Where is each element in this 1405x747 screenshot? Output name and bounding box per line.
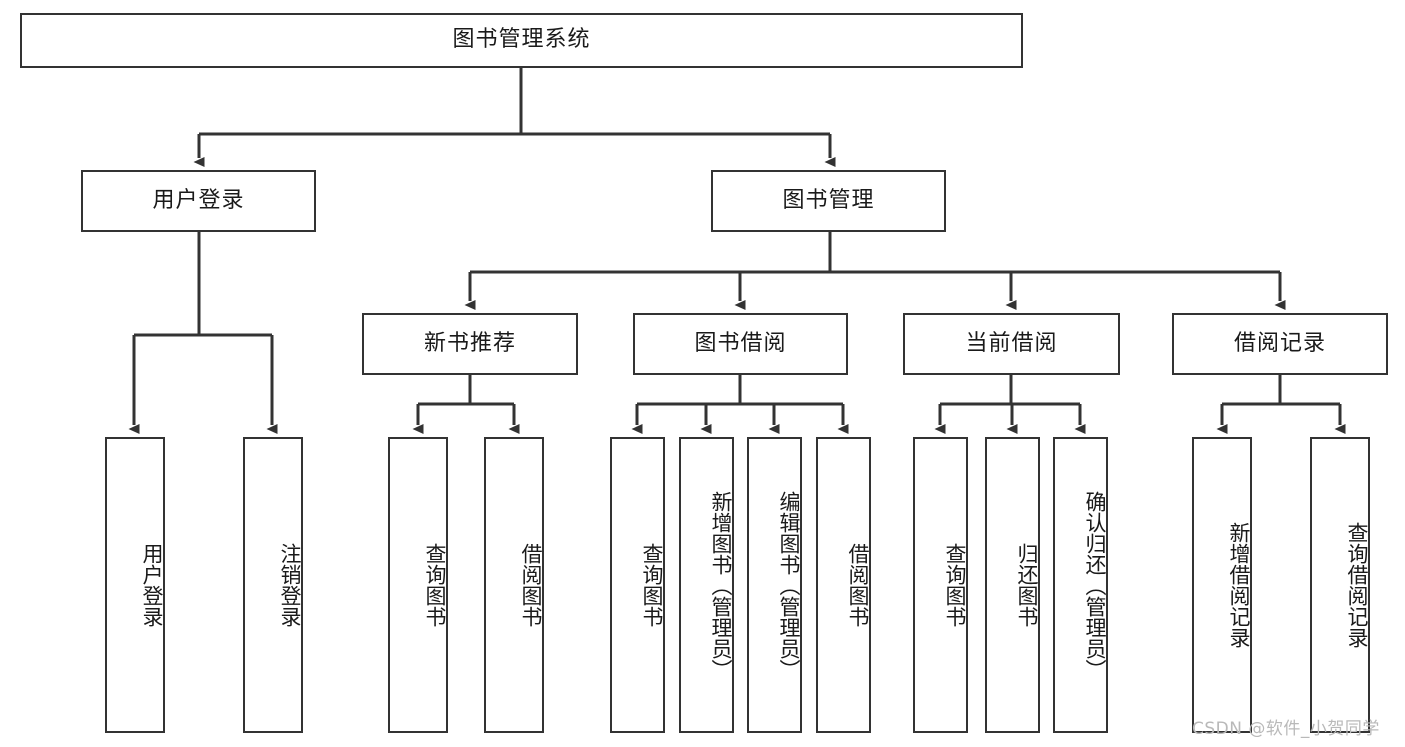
node-leaf-borrow-add-book-label: 新增图书（管理员） [709,490,733,680]
node-leaf-rec-query-record[interactable]: 查询借阅记录 [1310,437,1370,733]
node-book-manage[interactable]: 图书管理 [711,170,946,232]
node-borrow-record[interactable]: 借阅记录 [1172,313,1388,375]
node-leaf-borrow-borrow-book-label: 借阅图书 [846,543,870,627]
node-leaf-user-login[interactable]: 用户登录 [105,437,165,733]
node-leaf-cur-confirm-return-label: 确认归还（管理员） [1083,490,1107,680]
node-leaf-cur-return-book[interactable]: 归还图书 [985,437,1040,733]
node-leaf-cur-return-book-label: 归还图书 [1015,543,1039,627]
node-current-borrow[interactable]: 当前借阅 [903,313,1120,375]
node-user-login-label: 用户登录 [152,187,245,213]
node-leaf-user-logout-label: 注销登录 [278,543,302,627]
node-book-borrow[interactable]: 图书借阅 [633,313,848,375]
node-leaf-borrow-add-book[interactable]: 新增图书（管理员） [679,437,734,733]
node-leaf-borrow-edit-book-label: 编辑图书（管理员） [777,490,801,680]
node-leaf-cur-query-book-label: 查询图书 [943,543,967,627]
node-leaf-borrow-edit-book[interactable]: 编辑图书（管理员） [747,437,802,733]
node-book-manage-label: 图书管理 [782,187,875,213]
node-leaf-rec-query-book-label: 查询图书 [423,543,447,627]
node-root-label: 图书管理系统 [452,27,591,53]
node-leaf-cur-confirm-return[interactable]: 确认归还（管理员） [1053,437,1108,733]
node-leaf-rec-borrow-book[interactable]: 借阅图书 [484,437,544,733]
node-leaf-borrow-query-book-label: 查询图书 [640,543,664,627]
node-leaf-borrow-query-book[interactable]: 查询图书 [610,437,665,733]
node-root[interactable]: 图书管理系统 [20,13,1023,68]
node-user-login[interactable]: 用户登录 [81,170,316,232]
node-leaf-rec-query-record-label: 查询借阅记录 [1345,522,1369,648]
node-leaf-user-logout[interactable]: 注销登录 [243,437,303,733]
node-leaf-rec-borrow-book-label: 借阅图书 [519,543,543,627]
node-leaf-cur-query-book[interactable]: 查询图书 [913,437,968,733]
node-new-book-rec-label: 新书推荐 [423,330,516,356]
node-leaf-borrow-borrow-book[interactable]: 借阅图书 [816,437,871,733]
node-leaf-rec-add-record[interactable]: 新增借阅记录 [1192,437,1252,733]
node-leaf-rec-add-record-label: 新增借阅记录 [1227,522,1251,648]
node-current-borrow-label: 当前借阅 [965,330,1058,356]
node-borrow-record-label: 借阅记录 [1233,330,1326,356]
node-new-book-rec[interactable]: 新书推荐 [362,313,578,375]
node-leaf-rec-query-book[interactable]: 查询图书 [388,437,448,733]
node-book-borrow-label: 图书借阅 [694,330,787,356]
node-leaf-user-login-label: 用户登录 [140,543,164,627]
